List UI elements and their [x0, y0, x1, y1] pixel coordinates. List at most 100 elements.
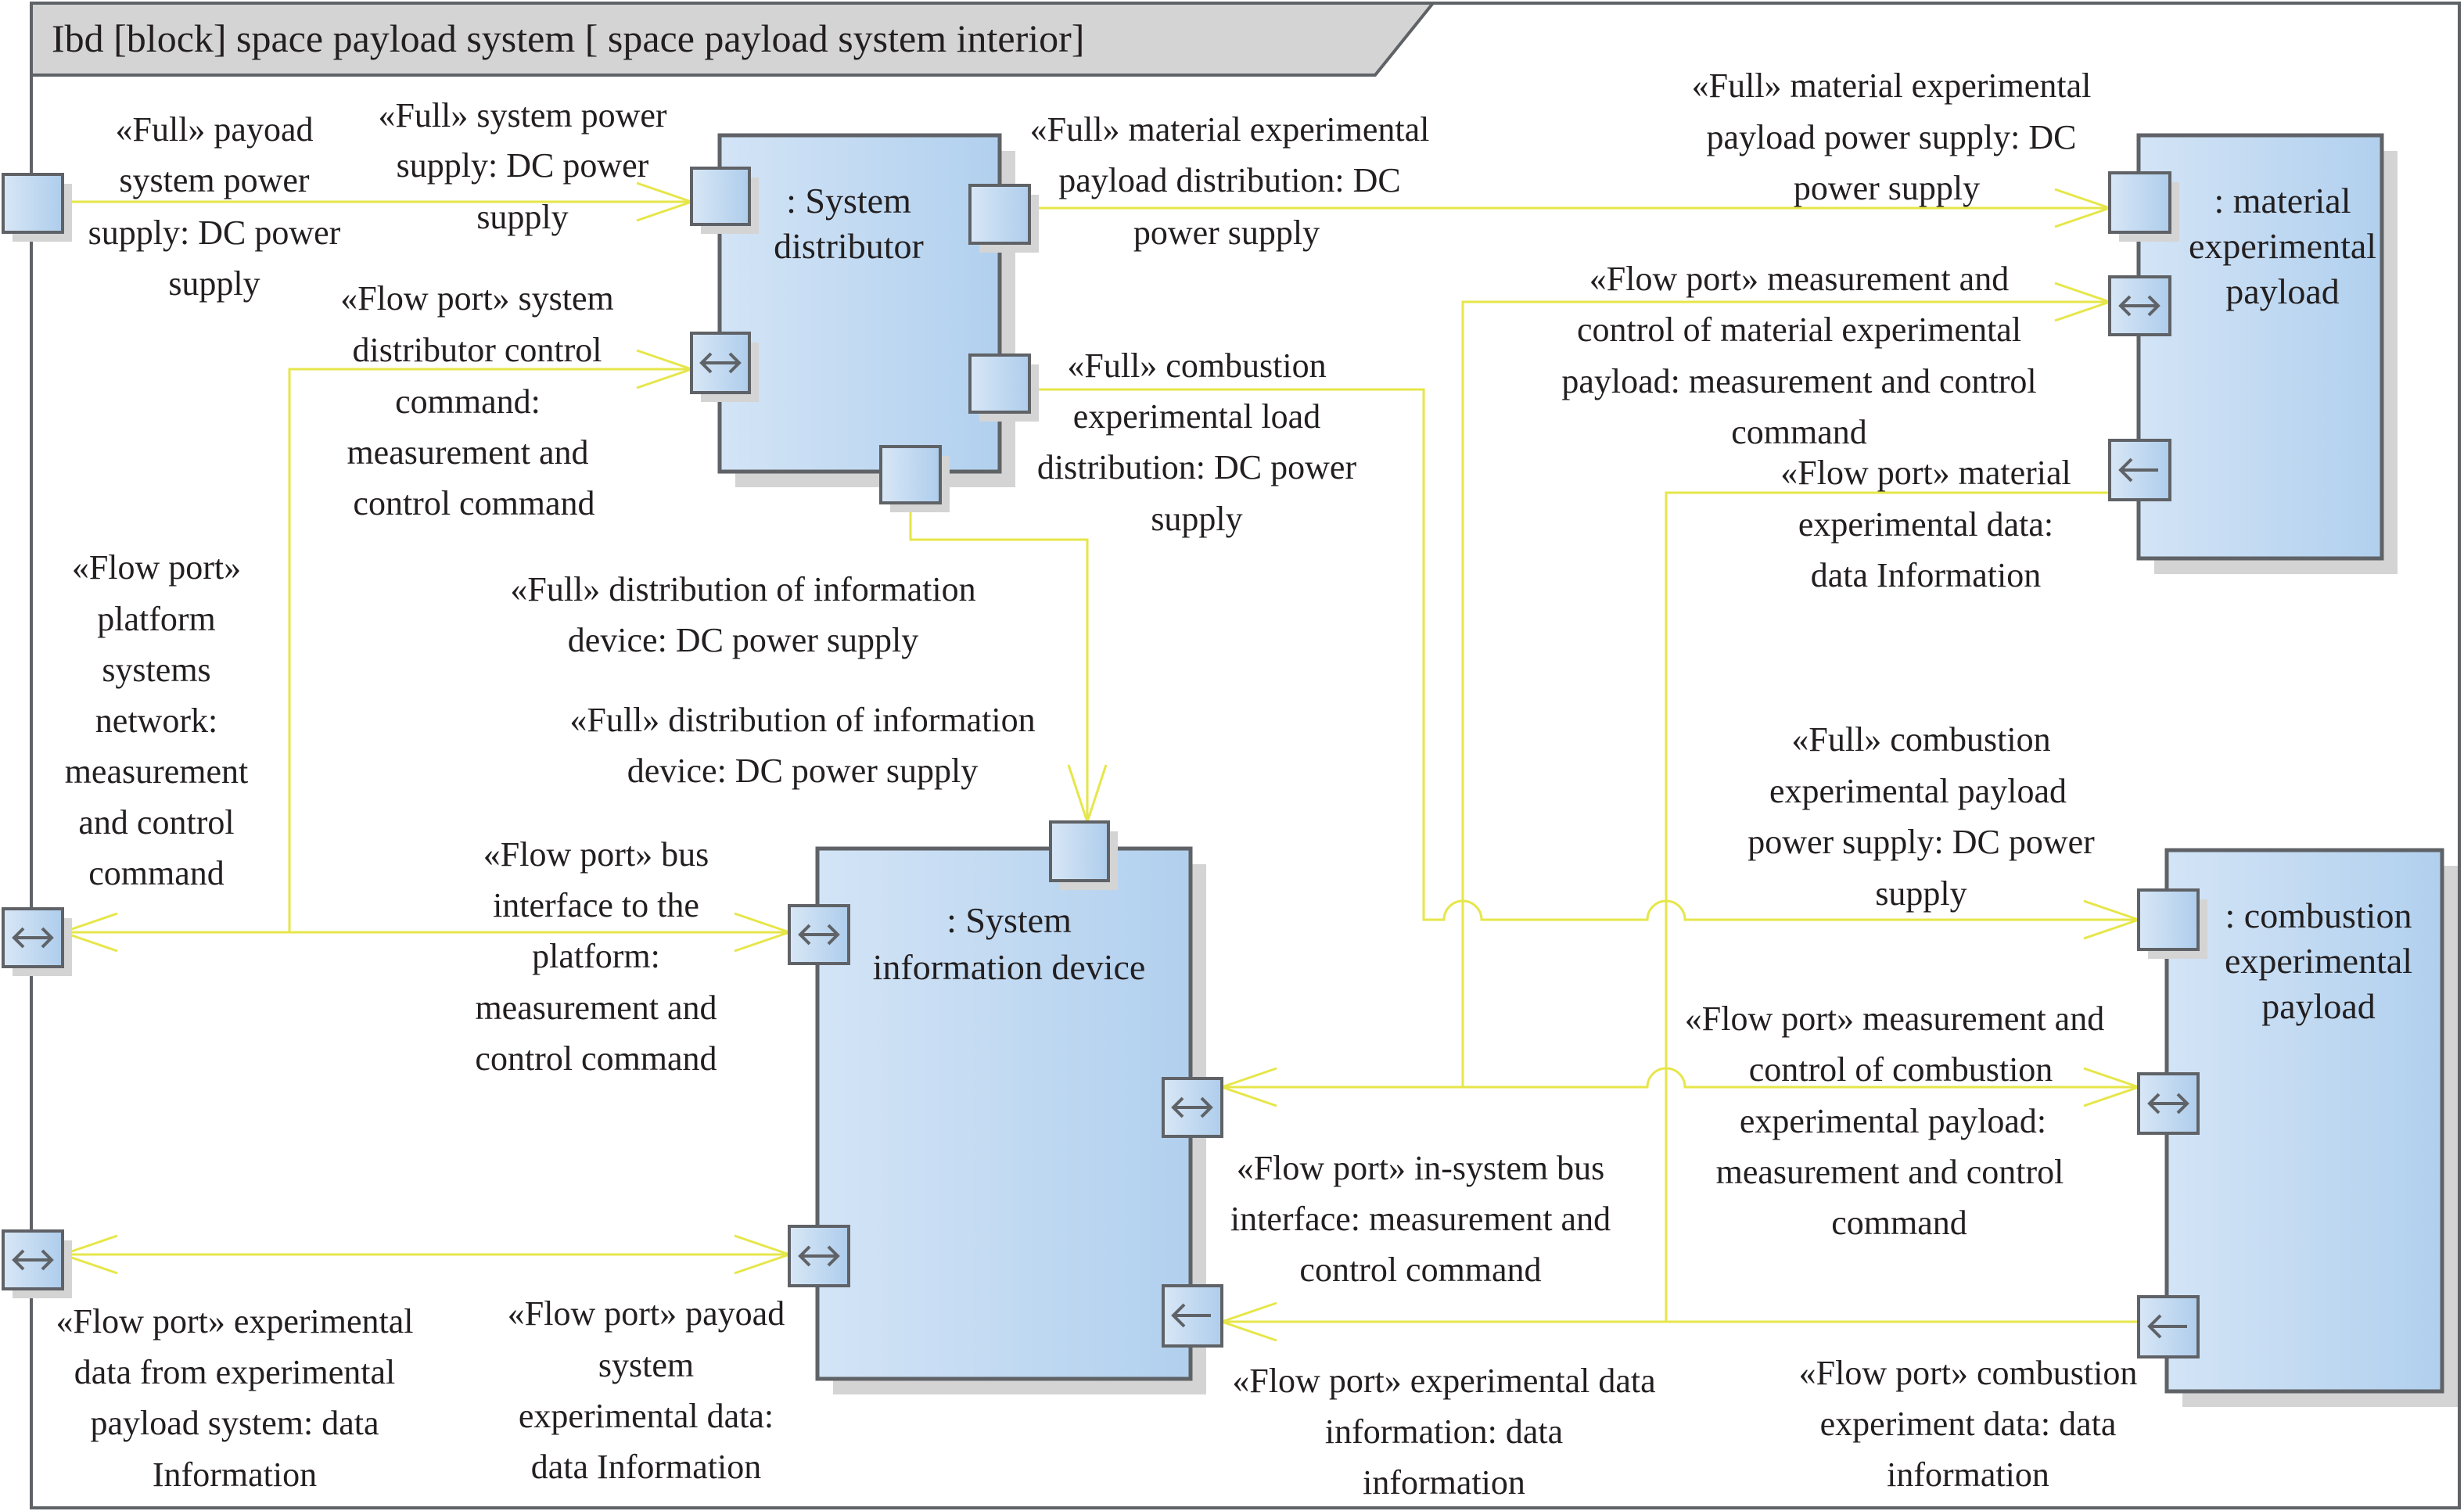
- port-bus-interface[interactable]: [788, 904, 850, 965]
- port-material-data[interactable]: [2108, 439, 2171, 501]
- port-experimental-data-information[interactable]: [1162, 1284, 1223, 1348]
- svg-text:network:: network:: [95, 702, 217, 740]
- svg-text:payload distribution: DC: payload distribution: DC: [1058, 161, 1401, 199]
- svg-text:Information: Information: [153, 1455, 317, 1494]
- port-info-distribution-in[interactable]: [1049, 820, 1118, 890]
- block-name: information device: [873, 947, 1146, 987]
- svg-text:«Full» combustion: «Full» combustion: [1791, 720, 2050, 759]
- svg-text:and control: and control: [78, 803, 234, 842]
- diagram-title: Ibd [block] space payload system [ space…: [52, 16, 1084, 60]
- label-combustion-data: «Flow port» combustion experiment data: …: [1799, 1354, 2138, 1494]
- port-payload-experimental-data[interactable]: [788, 1225, 850, 1287]
- connector-material-data[interactable]: [1665, 491, 2110, 1322]
- svg-text:«Flow port» experimental data: «Flow port» experimental data: [1232, 1362, 1655, 1400]
- block-name: experimental: [2225, 941, 2412, 981]
- port-system-power-supply[interactable]: [690, 167, 759, 234]
- label-material-power-supply: «Full» material experimental payload pow…: [1692, 66, 2092, 207]
- port-insystem-bus[interactable]: [1162, 1077, 1223, 1138]
- double-arrow-icon: [798, 1245, 840, 1267]
- svg-text:measurement and control: measurement and control: [1716, 1153, 2064, 1191]
- left-arrow-icon: [1171, 1303, 1211, 1328]
- svg-text:control of combustion: control of combustion: [1749, 1050, 2053, 1089]
- svg-text:experimental data:: experimental data:: [519, 1397, 774, 1435]
- port-distributor-control[interactable]: [690, 332, 759, 402]
- connector-info-distribution[interactable]: [909, 503, 1089, 822]
- svg-text:payload system: data: payload system: data: [90, 1404, 379, 1442]
- svg-text:control of material experiment: control of material experimental: [1577, 310, 2021, 349]
- double-arrow-icon: [12, 927, 54, 949]
- svg-text:supply: supply: [168, 264, 260, 303]
- port-combustion-power-supply[interactable]: [2137, 888, 2207, 959]
- svg-text:power supply: power supply: [1794, 169, 1980, 207]
- svg-text:«Full» payoad: «Full» payoad: [116, 110, 314, 149]
- left-arrow-icon: [2147, 1314, 2187, 1339]
- svg-text:distribution: DC power: distribution: DC power: [1037, 448, 1357, 486]
- label-combustion-distribution: «Full» combustion experimental load dist…: [1037, 346, 1357, 538]
- svg-text:information: data: information: data: [1325, 1412, 1563, 1451]
- port-material-power-supply[interactable]: [2108, 171, 2179, 242]
- svg-text:«Flow port» system: «Flow port» system: [340, 279, 614, 318]
- double-arrow-icon: [2147, 1093, 2189, 1114]
- svg-text:supply: DC power: supply: DC power: [397, 146, 649, 185]
- svg-text:data Information: data Information: [531, 1448, 761, 1486]
- block-name: : combustion: [2225, 895, 2412, 935]
- svg-text:device: DC power supply: device: DC power supply: [627, 752, 978, 790]
- svg-text:measurement and: measurement and: [347, 433, 588, 472]
- svg-text:control command: control command: [1299, 1251, 1541, 1289]
- block-name: : System: [946, 900, 1072, 940]
- connector-combustion-power[interactable]: [1029, 388, 2139, 921]
- port-experimental-data-from-payload[interactable]: [2, 1229, 72, 1298]
- label-material-data: «Flow port» material experimental data: …: [1780, 454, 2071, 594]
- block-name: distributor: [774, 226, 924, 266]
- svg-text:experiment data: data: experiment data: data: [1820, 1405, 2117, 1443]
- svg-text:interface: measurement and: interface: measurement and: [1230, 1200, 1611, 1238]
- block-name: : material: [2214, 181, 2351, 221]
- block-combustion-experimental-payload[interactable]: : combustion experimental payload: [2164, 848, 2458, 1407]
- svg-text:system: system: [598, 1346, 694, 1384]
- port-combustion-mc[interactable]: [2137, 1072, 2200, 1135]
- block-name: experimental: [2189, 226, 2376, 266]
- svg-text:system power: system power: [119, 161, 310, 199]
- double-arrow-icon: [798, 924, 840, 946]
- double-arrow-icon: [699, 352, 742, 374]
- svg-text:power supply: DC power: power supply: DC power: [1747, 823, 2095, 861]
- port-info-distribution-out[interactable]: [879, 445, 950, 512]
- svg-text:«Full» material experimental: «Full» material experimental: [1030, 110, 1430, 149]
- block-material-experimental-payload[interactable]: : material experimental payload: [2136, 133, 2398, 574]
- port-payload-system-power[interactable]: [2, 173, 72, 242]
- svg-text:measurement: measurement: [65, 752, 249, 791]
- svg-text:supply: supply: [476, 198, 568, 236]
- svg-text:experimental load: experimental load: [1073, 397, 1320, 436]
- connector-material-mc[interactable]: [1461, 300, 2110, 1087]
- block-system-information-device[interactable]: : System information device: [815, 846, 1206, 1394]
- double-arrow-icon: [12, 1249, 54, 1271]
- label-insystem-bus: «Flow port» in-system bus interface: mea…: [1230, 1149, 1611, 1289]
- svg-text:«Flow port» measurement and: «Flow port» measurement and: [1685, 1000, 2104, 1038]
- svg-text:supply: supply: [1875, 874, 1967, 913]
- connector-distributor-control[interactable]: [288, 368, 691, 932]
- svg-text:«Flow port» measurement and: «Flow port» measurement and: [1589, 260, 2009, 298]
- label-system-power-supply: «Full» system power supply: DC power sup…: [378, 96, 666, 236]
- block-name: payload: [2225, 271, 2340, 311]
- svg-text:control command: control command: [353, 484, 594, 522]
- ports: [2, 167, 2207, 1358]
- svg-text:data from experimental: data from experimental: [74, 1353, 395, 1391]
- label-bus-interface: «Flow port» bus interface to the platfor…: [475, 835, 717, 1078]
- port-combustion-distribution[interactable]: [968, 354, 1039, 422]
- svg-text:systems: systems: [102, 651, 210, 689]
- port-combustion-data[interactable]: [2137, 1295, 2200, 1358]
- svg-text:«Full» distribution of informa: «Full» distribution of information: [510, 570, 975, 608]
- label-payload-experimental-data: «Flow port» payoad system experimental d…: [508, 1294, 785, 1486]
- label-material-mc: «Flow port» measurement and control of m…: [1561, 260, 2036, 451]
- port-material-distribution[interactable]: [968, 184, 1039, 253]
- svg-text:measurement and: measurement and: [475, 989, 717, 1027]
- port-material-mc[interactable]: [2108, 275, 2171, 336]
- svg-text:interface to the: interface to the: [493, 886, 699, 924]
- port-platform-network[interactable]: [2, 907, 72, 976]
- diagram-frame: [30, 2, 2461, 1509]
- svg-text:information: information: [1887, 1455, 2049, 1494]
- svg-text:«Flow port» combustion: «Flow port» combustion: [1799, 1354, 2138, 1392]
- label-info-distribution-1: «Full» distribution of information devic…: [510, 570, 975, 659]
- label-experimental-data-information: «Flow port» experimental data informatio…: [1232, 1362, 1655, 1502]
